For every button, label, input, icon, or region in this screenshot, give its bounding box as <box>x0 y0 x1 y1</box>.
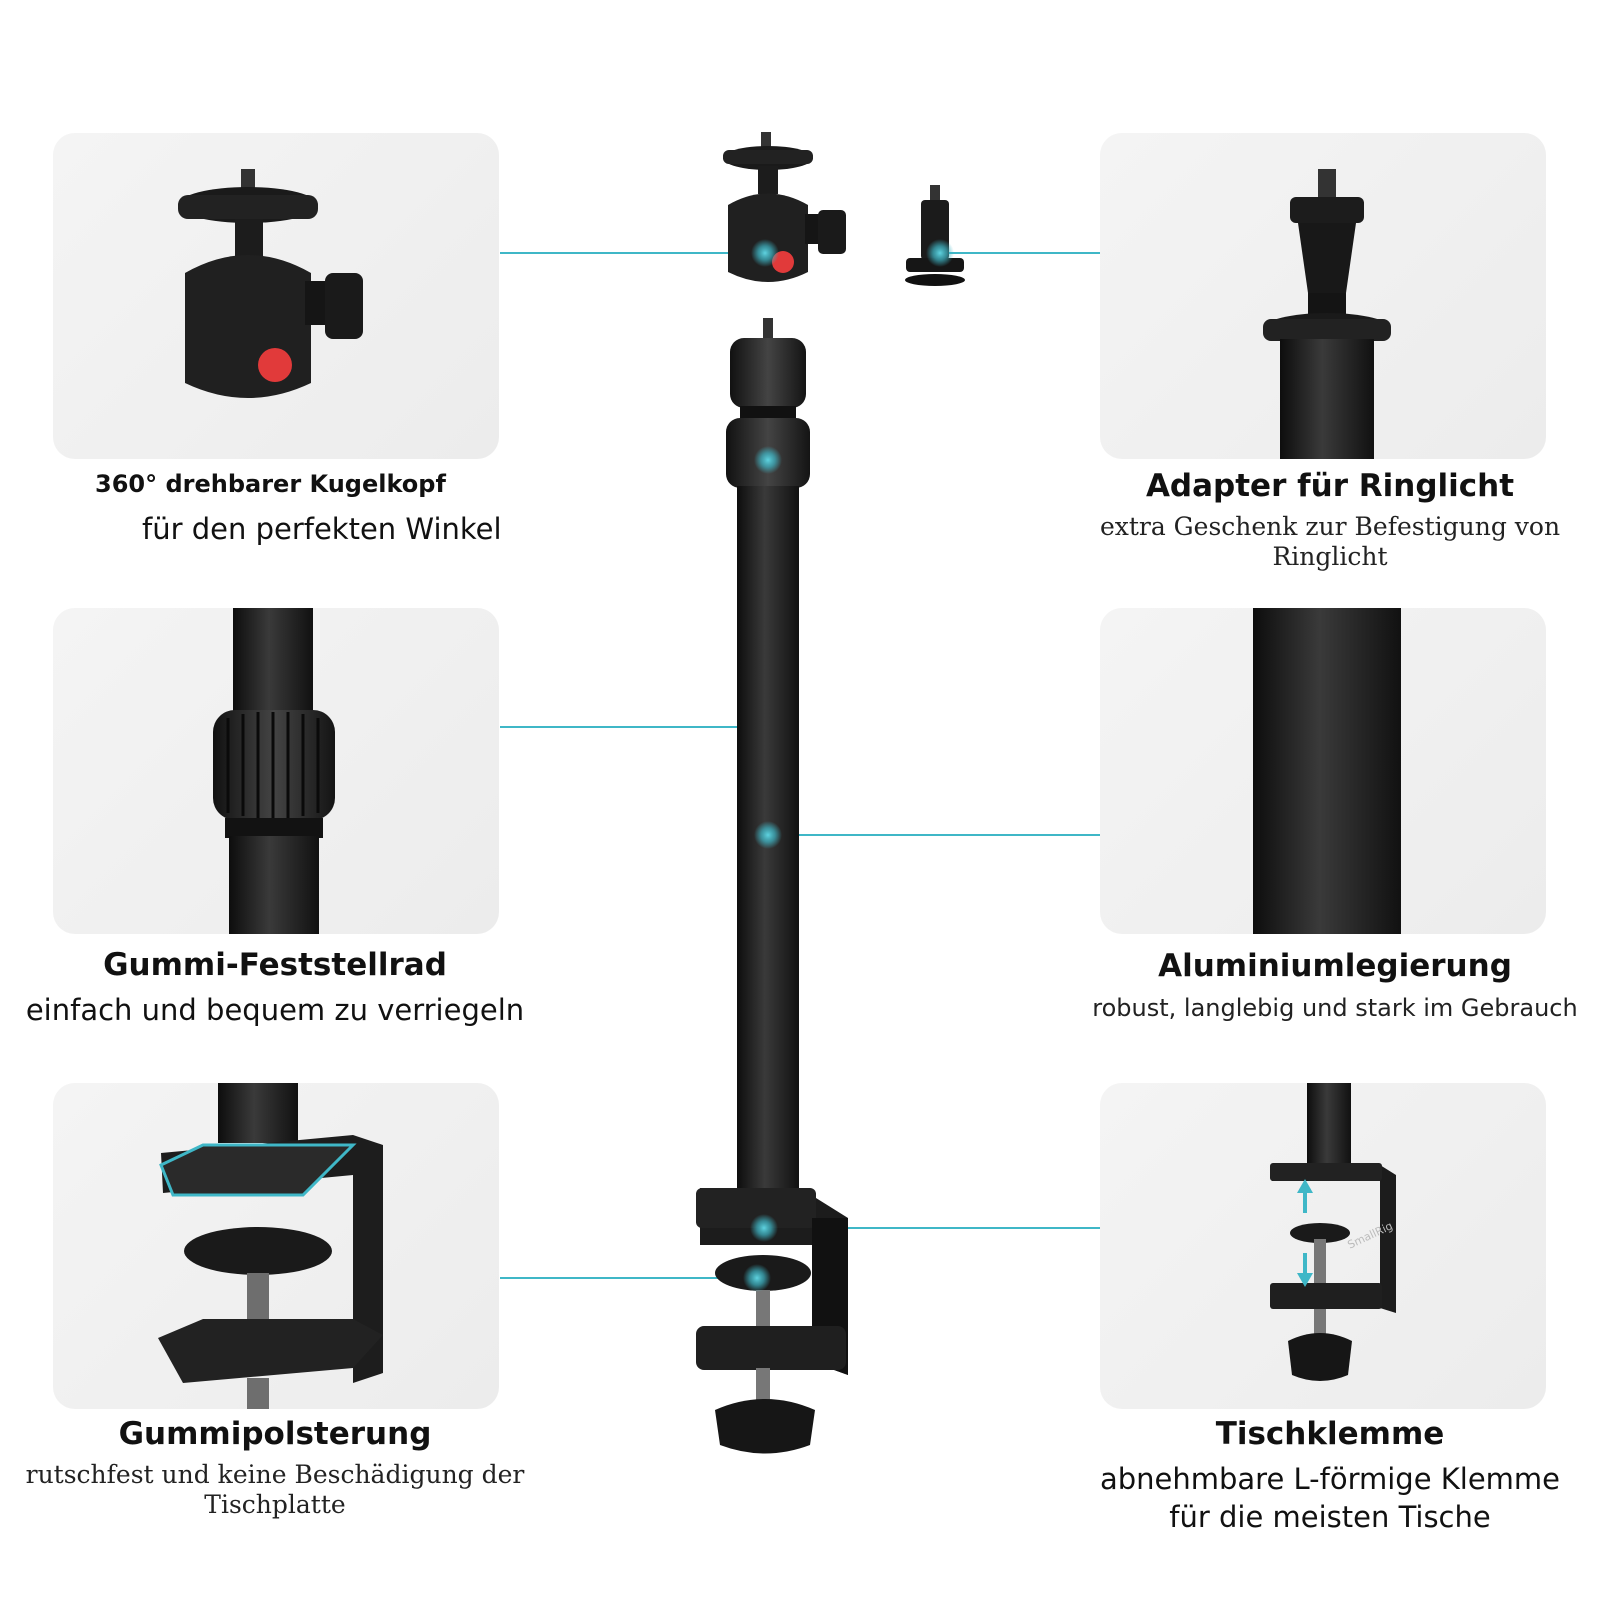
ball-head-subtitle: für den perfekten Winkel <box>142 512 502 546</box>
ring-adapter-detail-image <box>1100 133 1546 459</box>
callout-dot-desk-clamp <box>750 1214 778 1242</box>
ring-adapter-title: Adapter für Ringlicht <box>1145 468 1515 504</box>
ring-adapter-subtitle: extra Geschenk zur Befestigung von Ringl… <box>1099 512 1561 571</box>
alloy-title: Aluminiumlegierung <box>1158 948 1512 984</box>
callout-dot-ball-head <box>751 239 779 267</box>
desk-clamp-detail-image: SmallRig <box>1100 1083 1546 1409</box>
rubber-pad-caption: Gummipolsterung rutschfest und keine Bes… <box>10 1416 540 1520</box>
lock-wheel-detail-image <box>53 608 499 934</box>
lock-wheel-subtitle: einfach und bequem zu verriegeln <box>25 993 525 1027</box>
callout-dot-lock-wheel <box>754 446 782 474</box>
ball-head-caption: 360° drehbarer Kugelkopf für den perfekt… <box>80 470 520 546</box>
ring-adapter-caption: Adapter für Ringlicht extra Geschenk zur… <box>1070 468 1590 572</box>
callout-dot-ring-adapter <box>926 239 954 267</box>
desk-clamp-caption: Tischklemme abnehmbare L-förmige Klemme … <box>1070 1416 1590 1536</box>
callout-line-lock-wheel <box>500 460 769 728</box>
callout-lines <box>500 252 1100 1279</box>
callout-dot-rubber-pad <box>743 1264 771 1292</box>
central-ball-head <box>723 132 846 282</box>
central-clamp <box>696 1188 848 1454</box>
central-ring-adapter <box>905 185 965 286</box>
alloy-caption: Aluminiumlegierung robust, langlebig und… <box>1075 948 1595 1022</box>
lock-wheel-title: Gummi-Feststellrad <box>103 947 447 983</box>
lock-wheel-caption: Gummi-Feststellrad einfach und bequem zu… <box>10 947 540 1027</box>
rubber-pad-detail-image <box>53 1083 499 1409</box>
alloy-detail-image <box>1100 608 1546 934</box>
rubber-pad-title: Gummipolsterung <box>118 1416 432 1452</box>
callout-dot-alloy <box>754 821 782 849</box>
rubber-pad-subtitle: rutschfest und keine Beschädigung der Ti… <box>25 1460 525 1519</box>
alloy-subtitle: robust, langlebig und stark im Gebrauch <box>1092 994 1578 1022</box>
ball-head-title: 360° drehbarer Kugelkopf <box>95 470 446 498</box>
desk-clamp-title: Tischklemme <box>1215 1416 1445 1452</box>
central-pole <box>726 318 810 1216</box>
desk-clamp-subtitle: abnehmbare L-förmige Klemme für die meis… <box>1099 1462 1561 1534</box>
ball-head-detail-image <box>53 133 499 459</box>
callout-dots <box>743 239 954 1292</box>
